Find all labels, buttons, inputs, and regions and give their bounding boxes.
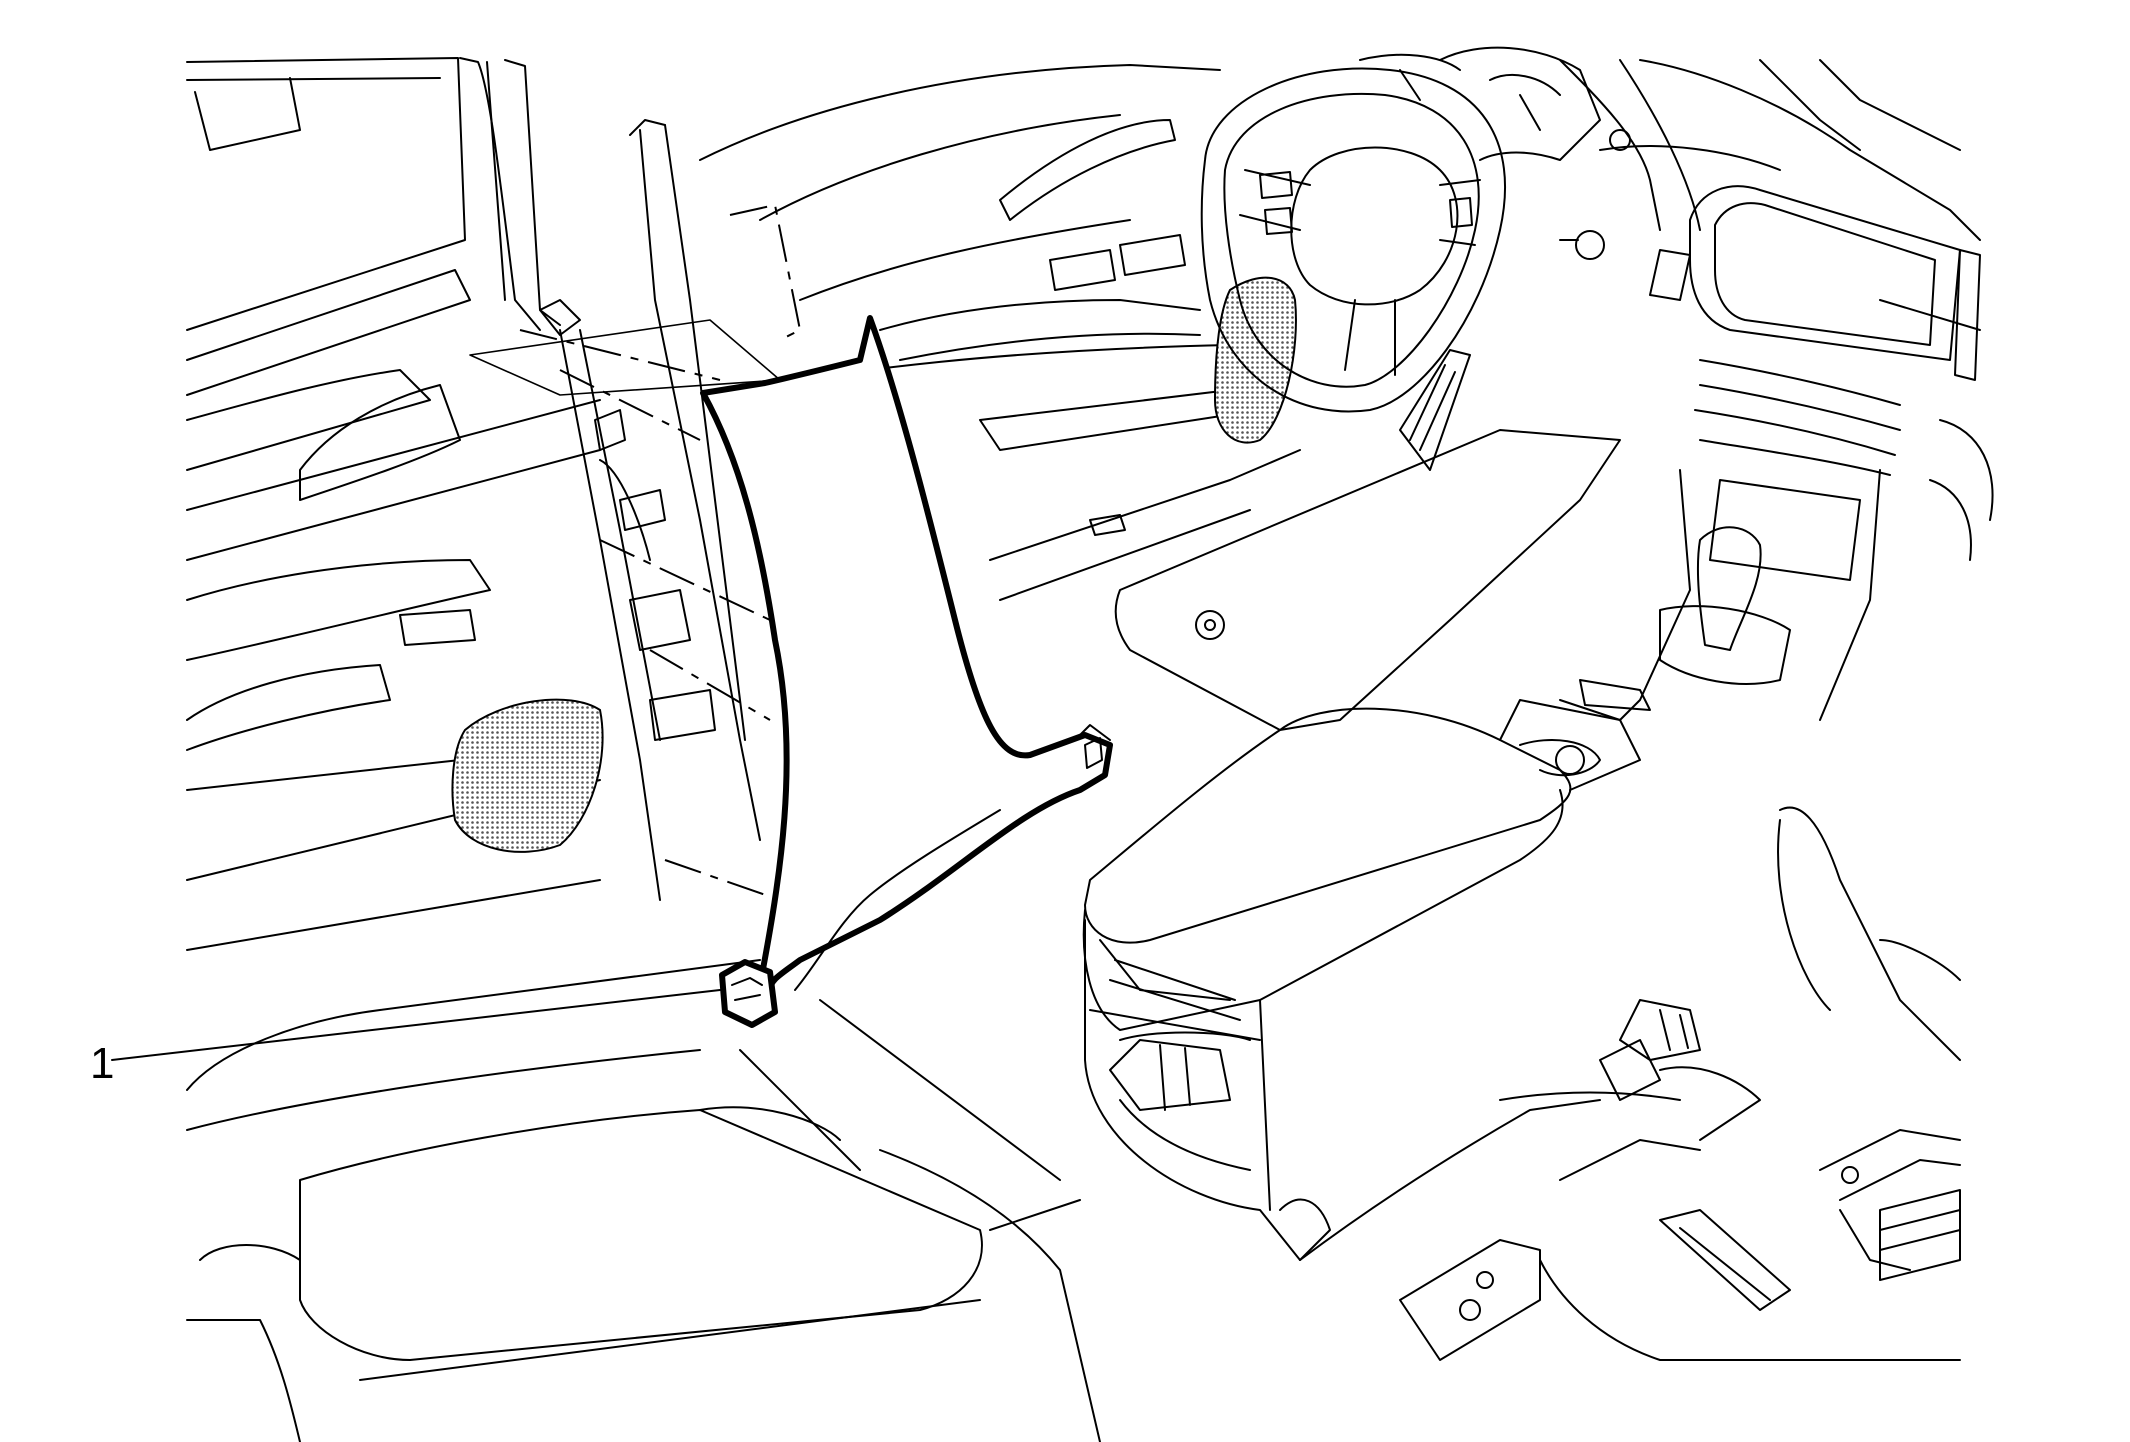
callout-1-label: 1 (90, 1039, 114, 1088)
front-floor-carpet (1114, 349, 1621, 731)
center-console-armrest (1082, 699, 1641, 1261)
center-stack (1559, 59, 1981, 721)
front-door (699, 64, 1301, 601)
b-pillar-body (459, 57, 761, 901)
steering-wheel (1200, 46, 1631, 413)
b-pillar-lower-trim-panel (700, 315, 1113, 993)
a-pillar (1559, 59, 1994, 561)
trim-retainer-clip (719, 959, 778, 1028)
rear-seat (186, 959, 1101, 1442)
callout-1: 1 (90, 989, 721, 1088)
rear-floor (1299, 806, 1961, 1361)
door-speaker-grille (451, 698, 604, 853)
front-speaker-grille (1213, 276, 1297, 444)
callout-1-leader-line (111, 989, 721, 1061)
installation-guide-lines (469, 203, 802, 901)
